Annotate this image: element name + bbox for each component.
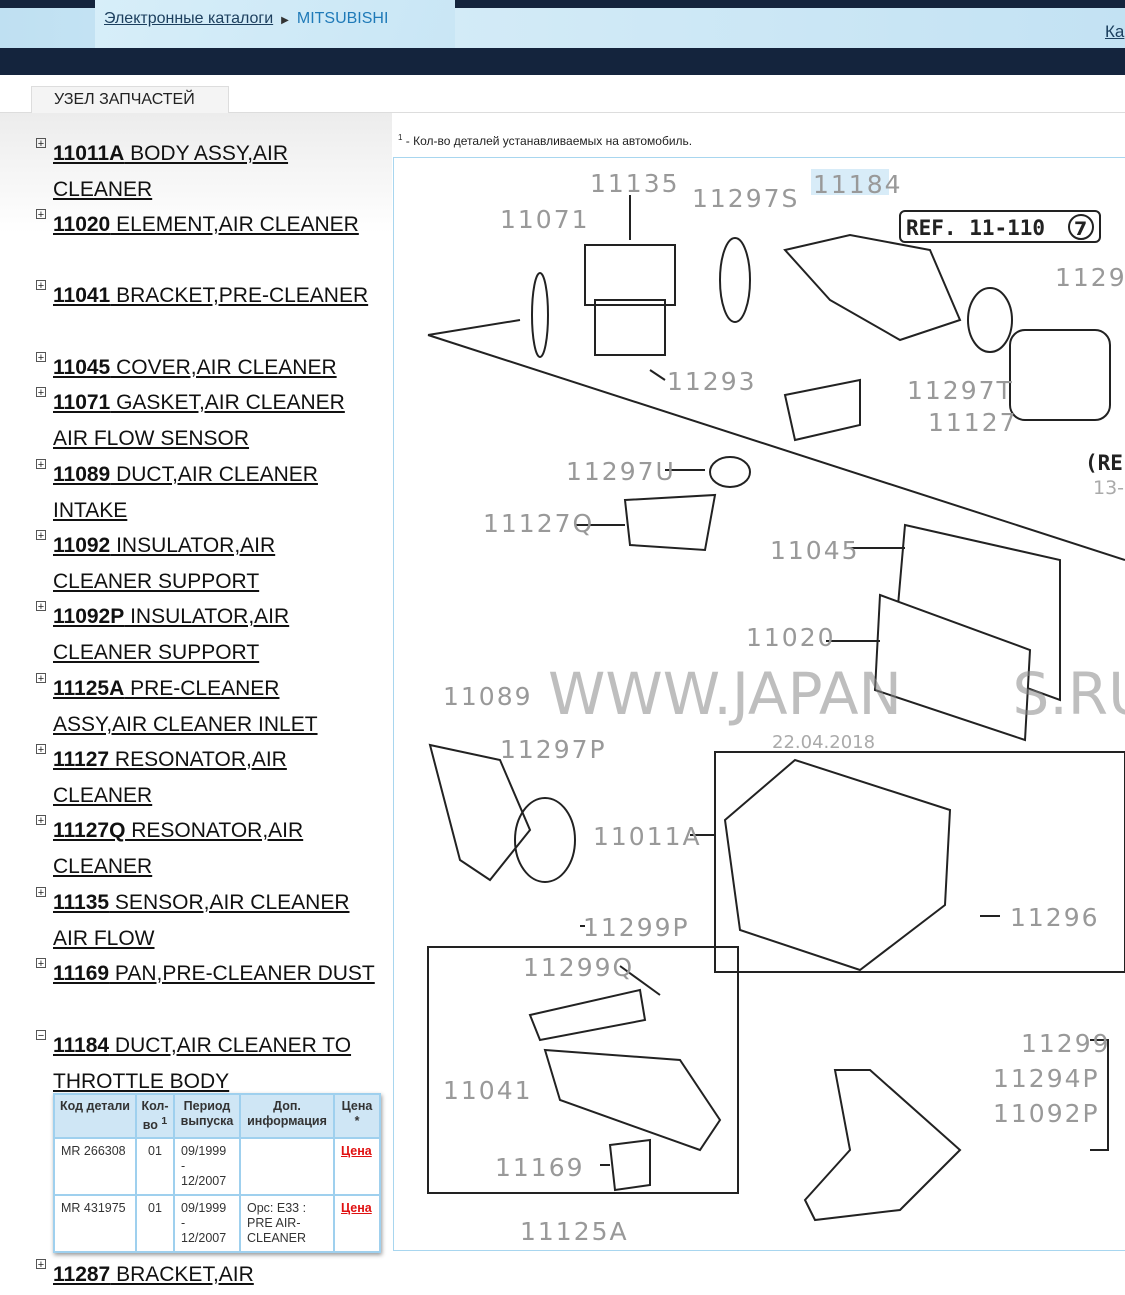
expand-icon[interactable]: + [36,815,46,827]
expand-icon[interactable]: + [36,138,46,150]
part-link[interactable]: 11089 DUCT,AIR CLEANER INTAKE [53,463,318,522]
part-link[interactable]: 11045 COVER,AIR CLEANER [53,356,337,379]
part-item: +11071 GASKET,AIR CLEANER AIR FLOW SENSO… [36,385,376,457]
part-link[interactable]: 11184 DUCT,AIR CLEANER TO THROTTLE BODY [53,1034,352,1093]
expand-icon[interactable]: + [36,387,46,399]
expand-icon[interactable]: + [36,958,46,970]
breadcrumb: Электронные каталоги ▶ MITSUBISHI [104,10,388,28]
col-price: Цена* [333,1092,381,1140]
expand-icon[interactable]: + [36,887,46,899]
part-item: +11092P INSULATOR,AIR CLEANER SUPPORT [36,599,376,671]
part-link[interactable]: 11071 GASKET,AIR CLEANER AIR FLOW SENSOR [53,391,345,450]
cell-code: MR 266308 [53,1137,137,1197]
part-link[interactable]: 11092 INSULATOR,AIR CLEANER SUPPORT [53,534,276,593]
cell-price: Цена [333,1137,381,1197]
part-link[interactable]: 11127 RESONATOR,AIR CLEANER [53,748,287,807]
tab-parts-unit[interactable]: УЗЕЛ ЗАПЧАСТЕЙ [31,86,229,113]
table-header-row: Код детали Кол-во 1 Период выпуска Доп. … [53,1092,381,1140]
cell-info: Opc: E33 : PRE AIR-CLEANER [239,1194,335,1254]
part-item: +11089 DUCT,AIR CLEANER INTAKE [36,457,376,529]
cell-period: 09/1999-12/2007 [173,1194,241,1254]
part-item: +11287 BRACKET,AIR [36,1257,396,1293]
part-link[interactable]: 11287 BRACKET,AIR [53,1263,254,1286]
part-link[interactable]: 11020 ELEMENT,AIR CLEANER [53,213,359,236]
part-item: +11041 BRACKET,PRE-CLEANER [36,278,376,314]
part-item: +11020 ELEMENT,AIR CLEANER [36,207,376,243]
part-link[interactable]: 11092P INSULATOR,AIR CLEANER SUPPORT [53,605,290,664]
part-link[interactable]: 11125A PRE-CLEANER ASSY,AIR CLEANER INLE… [53,677,318,736]
expand-icon[interactable]: + [36,352,46,364]
footnote: 1 - Кол-во деталей устанавливаемых на ав… [398,133,693,148]
expand-icon[interactable]: + [36,744,46,756]
expand-icon[interactable]: + [36,209,46,221]
part-link[interactable]: 11127Q RESONATOR,AIR CLEANER [53,819,304,878]
part-item: −11184 DUCT,AIR CLEANER TO THROTTLE BODY [36,1028,376,1100]
breadcrumb-catalogs-link[interactable]: Электронные каталоги [104,10,274,27]
price-link[interactable]: Цена [341,1144,372,1159]
header-right-link[interactable]: Ка [1105,22,1125,41]
part-link[interactable]: 11169 PAN,PRE-CLEANER DUST [53,962,375,985]
chevron-right-icon: ▶ [281,15,289,26]
parts-diagram[interactable] [393,157,1125,1251]
expand-icon[interactable]: + [36,1259,46,1271]
cell-period: 09/1999-12/2007 [173,1137,241,1197]
cell-code: MR 431975 [53,1194,137,1254]
part-link[interactable]: 11135 SENSOR,AIR CLEANER AIR FLOW [53,891,350,950]
part-item: +11127Q RESONATOR,AIR CLEANER [36,813,376,885]
breadcrumb-current: MITSUBISHI [296,10,389,27]
breadcrumb-tab [95,0,455,48]
cell-price: Цена [333,1194,381,1254]
collapse-icon[interactable]: − [36,1030,46,1042]
table-row: MR 431975 01 09/1999-12/2007 Opc: E33 : … [53,1194,381,1254]
part-item: +11011A BODY ASSY,AIR CLEANER [36,136,376,208]
price-link[interactable]: Цена [341,1201,372,1216]
cell-qty: 01 [135,1137,175,1197]
cell-info [239,1137,335,1197]
part-item: +11127 RESONATOR,AIR CLEANER [36,742,376,814]
expand-icon[interactable]: + [36,280,46,292]
table-row: MR 266308 01 09/1999-12/2007 Цена [53,1137,381,1197]
part-item: +11169 PAN,PRE-CLEANER DUST [36,956,376,992]
col-info: Доп. информация [239,1092,335,1140]
part-item: +11125A PRE-CLEANER ASSY,AIR CLEANER INL… [36,671,376,743]
expand-icon[interactable]: + [36,601,46,613]
part-item: +11135 SENSOR,AIR CLEANER AIR FLOW [36,885,376,957]
expand-icon[interactable]: + [36,673,46,685]
col-code: Код детали [53,1092,137,1140]
cell-qty: 01 [135,1194,175,1254]
expand-icon[interactable]: + [36,459,46,471]
tab-divider [0,112,1125,113]
col-qty: Кол-во 1 [135,1092,175,1140]
part-item: +11092 INSULATOR,AIR CLEANER SUPPORT [36,528,376,600]
part-link[interactable]: 11011A BODY ASSY,AIR CLEANER [53,142,289,201]
part-link[interactable]: 11041 BRACKET,PRE-CLEANER [53,284,369,307]
part-details-table: Код детали Кол-во 1 Период выпуска Доп. … [53,1092,381,1254]
col-period: Период выпуска [173,1092,241,1140]
part-item: +11045 COVER,AIR CLEANER [36,350,376,386]
expand-icon[interactable]: + [36,530,46,542]
